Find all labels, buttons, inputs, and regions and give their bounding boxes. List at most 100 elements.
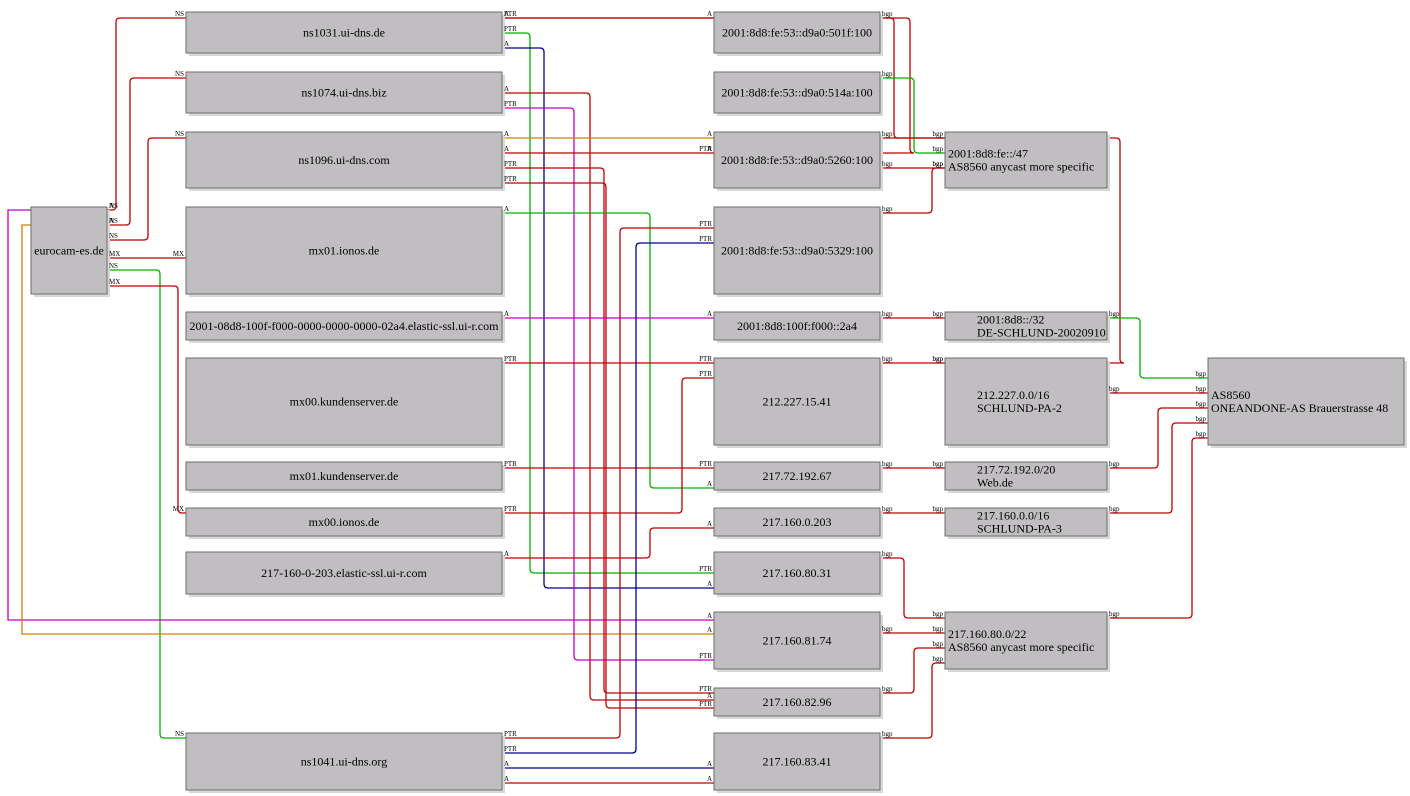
node-label: ns1074.ui-dns.biz bbox=[301, 86, 386, 100]
node-ip501f[interactable]: 2001:8d8:fe:53::d9a0:501f:100 bbox=[713, 11, 883, 56]
edge-label-target: NS bbox=[175, 730, 184, 738]
edge-ns1096-ip82_96-a bbox=[502, 212, 714, 489]
node-box bbox=[185, 551, 503, 595]
node-label: SCHLUND-PA-3 bbox=[977, 522, 1062, 536]
edge-label-target: A bbox=[707, 580, 712, 588]
node-box bbox=[944, 131, 1108, 189]
node-ip5260[interactable]: 2001:8d8:fe:53::d9a0:5260:100 bbox=[713, 131, 883, 191]
edge-label-target: NS bbox=[175, 70, 184, 78]
edge-label-target: A bbox=[707, 692, 712, 700]
node-label: ns1096.ui-dns.com bbox=[298, 153, 390, 167]
edge-ns1031-ip80_31-ptr bbox=[502, 32, 714, 574]
edge-ip501f-pfx_fe47-bgp bbox=[880, 77, 945, 154]
edge-label-source: bgp bbox=[882, 310, 893, 318]
edge-label-source: bgp bbox=[882, 625, 893, 633]
edge-label-target: bgp bbox=[933, 160, 944, 168]
node-label: ONEANDONE-AS Brauerstrasse 48 bbox=[1211, 401, 1388, 415]
edge-ns1074-ip82_96-ptr bbox=[502, 107, 714, 661]
node-ns1031[interactable]: ns1031.ui-dns.de bbox=[185, 11, 505, 56]
node-label: 217.160.83.41 bbox=[763, 755, 832, 769]
edge-label-target: PTR bbox=[699, 700, 712, 708]
node-box bbox=[185, 11, 503, 54]
edge-label-source: bgp bbox=[882, 10, 893, 18]
edge-label-source: A bbox=[504, 205, 509, 213]
edge-label-target: bgp bbox=[933, 310, 944, 318]
node-ptr2a4[interactable]: 2001-08d8-100f-f000-0000-0000-0000-02a4.… bbox=[185, 311, 505, 343]
node-mx01ks[interactable]: mx01.kundenserver.de bbox=[185, 461, 505, 493]
edge-label-target: bgp bbox=[933, 355, 944, 363]
edge-label-source: PTR bbox=[504, 505, 517, 513]
edge-label-source: A bbox=[504, 40, 509, 48]
node-label: Web.de bbox=[977, 476, 1013, 490]
node-ip2a4[interactable]: 2001:8d8:100f:f000::2a4 bbox=[713, 311, 883, 343]
node-ip514a[interactable]: 2001:8d8:fe:53::d9a0:514a:100 bbox=[713, 71, 883, 116]
node-label: 2001:8d8:fe:53::d9a0:514a:100 bbox=[721, 86, 872, 100]
edge-label-target: bgp bbox=[933, 355, 944, 363]
node-mx00ks[interactable]: mx00.kundenserver.de bbox=[185, 357, 505, 448]
node-box bbox=[1207, 357, 1405, 446]
node-ptr203[interactable]: 217-160-0-203.elastic-ssl.ui-r.com bbox=[185, 551, 505, 597]
edge-label-source: bgp bbox=[882, 205, 893, 213]
node-ip82_96[interactable]: 217.160.82.96 bbox=[713, 687, 883, 719]
node-ns1096[interactable]: ns1096.ui-dns.com bbox=[185, 131, 505, 191]
edges-layer bbox=[7, 17, 1208, 784]
edge-label-target: PTR bbox=[699, 685, 712, 693]
node-box bbox=[713, 687, 881, 717]
node-ip0_203[interactable]: 217.160.0.203 bbox=[713, 507, 883, 539]
node-ip80_31[interactable]: 217.160.80.31 bbox=[713, 551, 883, 597]
edge-label-target: A bbox=[707, 480, 712, 488]
edge-label-target: A bbox=[707, 10, 712, 18]
node-label: SCHLUND-PA-2 bbox=[977, 401, 1062, 415]
edge-label-source: PTR bbox=[504, 25, 517, 33]
node-label: 217.160.82.96 bbox=[763, 695, 832, 709]
node-label: DE-SCHLUND-20020910 bbox=[977, 326, 1106, 340]
edge-pfx_212-as8560-bgp bbox=[1107, 407, 1208, 469]
edge-label-source: A bbox=[109, 202, 114, 210]
edge-label-target: bgp bbox=[933, 160, 944, 168]
edge-pfx_217_160-as8560-bgp bbox=[1107, 437, 1208, 619]
node-ip5329[interactable]: 2001:8d8:fe:53::d9a0:5329:100 bbox=[713, 206, 883, 297]
edge-ns1074-ip514a-a bbox=[502, 92, 714, 701]
node-box bbox=[944, 507, 1108, 537]
edge-eurocam-ns1031-ns bbox=[107, 17, 186, 211]
edge-label-target: PTR bbox=[699, 355, 712, 363]
node-ip192_67[interactable]: 217.72.192.67 bbox=[713, 461, 883, 493]
node-ns1041[interactable]: ns1041.ui-dns.org bbox=[185, 732, 505, 793]
edge-eurocam-mx00ionos-mx bbox=[107, 285, 186, 514]
edge-label-target: bgp bbox=[1196, 415, 1207, 423]
edge-label-source: bgp bbox=[882, 70, 893, 78]
node-mx01ionos[interactable]: mx01.ionos.de bbox=[185, 206, 505, 297]
edge-label-target: PTR bbox=[699, 460, 712, 468]
node-ip15_41[interactable]: 212.227.15.41 bbox=[713, 357, 883, 448]
edge-label-source: A bbox=[504, 550, 509, 558]
node-box bbox=[713, 311, 881, 341]
node-label: 212.227.0.0/16 bbox=[977, 388, 1049, 402]
edge-ip83_41-pfx_217_80-bgp bbox=[880, 137, 1125, 364]
edge-label-target: A bbox=[707, 775, 712, 783]
edge-label-source: bgp bbox=[882, 355, 893, 363]
node-box bbox=[185, 311, 503, 341]
edge-label-target: PTR bbox=[699, 235, 712, 243]
edge-label-target: A bbox=[707, 626, 712, 634]
node-label: AS8560 anycast more specific bbox=[948, 160, 1094, 174]
edge-label-target: A bbox=[707, 145, 712, 153]
node-eurocam[interactable]: eurocam-es.de bbox=[30, 206, 110, 297]
node-ip81_74[interactable]: 217.160.81.74 bbox=[713, 611, 883, 672]
edge-label-source: bgp bbox=[1109, 385, 1120, 393]
edge-eurocam-ns1041-ns bbox=[107, 269, 186, 739]
node-mx00ionos[interactable]: mx00.ionos.de bbox=[185, 507, 505, 539]
edge-label-source: bgp bbox=[882, 550, 893, 558]
node-ns1074[interactable]: ns1074.ui-dns.biz bbox=[185, 71, 505, 116]
node-ip83_41[interactable]: 217.160.83.41 bbox=[713, 732, 883, 793]
node-label: AS8560 bbox=[1211, 388, 1250, 402]
node-label: 2001:8d8:fe::/47 bbox=[948, 147, 1028, 161]
edge-label-source: PTR bbox=[504, 460, 517, 468]
